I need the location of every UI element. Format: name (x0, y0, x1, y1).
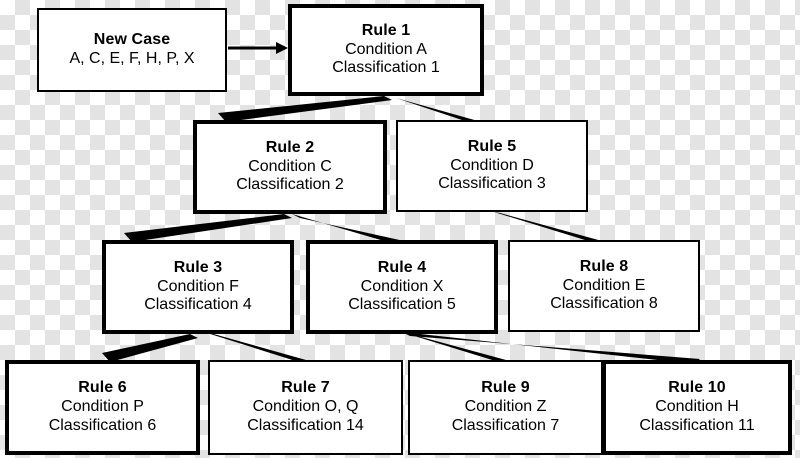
node-line-3: Classification 4 (144, 296, 252, 314)
node-line-2: Condition Z (464, 398, 547, 416)
node-rule-9[interactable]: Rule 9 Condition Z Classification 7 (408, 360, 603, 455)
node-title: Rule 5 (467, 137, 517, 155)
node-title: Rule 10 (668, 379, 726, 397)
node-line-3: Classification 6 (48, 416, 157, 434)
edge-rule-4-to-rule-9 (408, 334, 506, 363)
node-rule-6[interactable]: Rule 6 Condition P Classification 6 (5, 360, 200, 455)
node-rule-2[interactable]: Rule 2 Condition C Classification 2 (193, 120, 387, 214)
node-line-2: Condition X (360, 277, 444, 295)
node-line-3: Classification 2 (236, 176, 344, 194)
node-rule-5[interactable]: Rule 5 Condition D Classification 3 (396, 120, 588, 212)
node-title: Rule 1 (361, 21, 411, 39)
node-title: Rule 2 (265, 138, 315, 156)
node-line-3: Classification 7 (451, 416, 560, 434)
node-line-2: Condition C (248, 157, 332, 175)
node-title: Rule 6 (78, 379, 127, 397)
node-rule-1[interactable]: Rule 1 Condition A Classification 1 (288, 4, 484, 96)
node-line-3: Classification 11 (639, 416, 755, 434)
node-line-2: Condition E (562, 276, 646, 294)
edge-rule-1-to-rule-2 (218, 96, 392, 122)
edge-rule-3-to-rule-7 (204, 332, 306, 363)
node-title: Rule 9 (481, 379, 530, 397)
node-line-3: Classification 14 (247, 416, 364, 434)
node-line-2: Condition P (61, 398, 144, 416)
node-rule-7[interactable]: Rule 7 Condition O, Q Classification 14 (208, 360, 403, 455)
node-line-3: Classification 5 (348, 296, 456, 314)
node-title: Rule 3 (173, 258, 223, 276)
node-title: Rule 8 (579, 257, 629, 275)
node-line-3: Classification 3 (438, 175, 546, 193)
node-line-2: Condition F (157, 277, 239, 295)
node-line-3: Classification 8 (550, 295, 658, 313)
node-title: New Case (93, 31, 171, 49)
node-line-2: Condition O, Q (252, 398, 359, 416)
node-rule-10[interactable]: Rule 10 Condition H Classification 11 (602, 360, 792, 455)
node-new-case[interactable]: New Case A, C, E, F, H, P, X (37, 8, 227, 92)
node-line-2: Condition D (450, 156, 534, 174)
node-line-2: Condition A (345, 40, 427, 58)
node-line-3: Classification 1 (332, 59, 440, 77)
edge-rule-3-to-rule-6 (102, 334, 198, 362)
node-rule-4[interactable]: Rule 4 Condition X Classification 5 (306, 240, 498, 334)
node-rule-3[interactable]: Rule 3 Condition F Classification 4 (102, 240, 294, 334)
node-rule-8[interactable]: Rule 8 Condition E Classification 8 (508, 240, 700, 332)
node-line-2: A, C, E, F, H, P, X (69, 50, 195, 67)
node-line-2: Condition H (655, 398, 739, 416)
edge-rule-2-to-rule-3 (124, 214, 292, 242)
edge-new-case-to-rule-1 (228, 42, 288, 54)
node-title: Rule 7 (281, 379, 330, 397)
node-title: Rule 4 (377, 258, 427, 276)
